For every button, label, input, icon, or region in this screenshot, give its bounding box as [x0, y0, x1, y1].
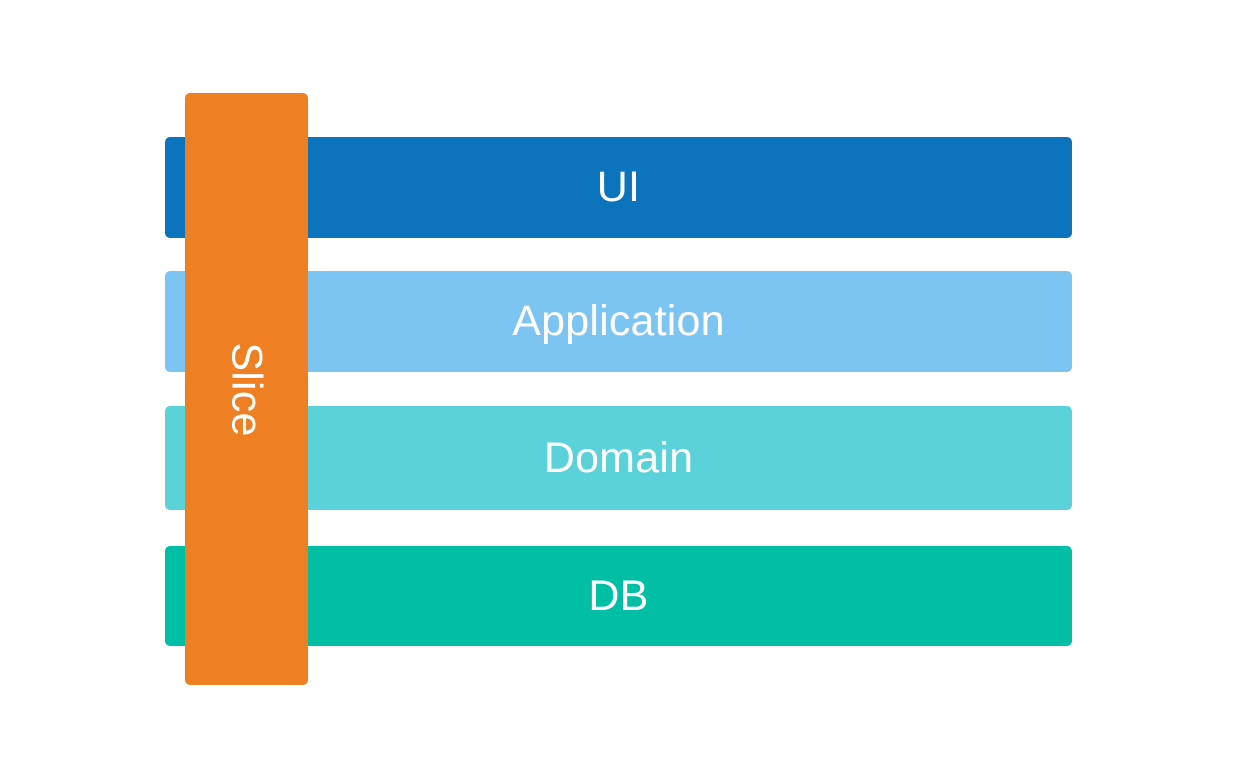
layer-label-application: Application	[512, 297, 725, 345]
layer-bar-db[interactable]: DB	[165, 546, 1072, 646]
layer-label-domain: Domain	[543, 433, 694, 482]
layer-label-ui: UI	[596, 163, 641, 211]
vertical-slice-bar[interactable]: Slice	[185, 93, 308, 685]
layer-bar-domain[interactable]: Domain	[165, 406, 1072, 510]
vertical-slice-label: Slice	[222, 341, 271, 437]
layer-bar-ui[interactable]: UI	[165, 137, 1072, 238]
layer-label-db: DB	[588, 571, 649, 620]
layer-bar-application[interactable]: Application	[165, 271, 1072, 372]
